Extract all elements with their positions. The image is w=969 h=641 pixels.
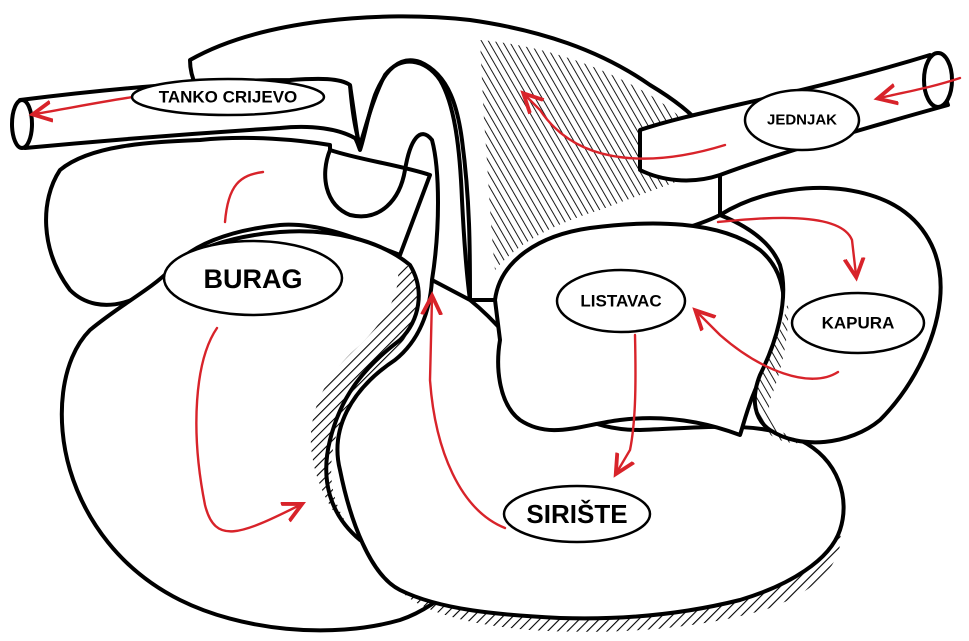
small-intestine-opening (12, 100, 32, 148)
esophagus-opening (924, 53, 952, 107)
label-kapura-text: KAPURA (822, 314, 895, 333)
label-burag-text: BURAG (204, 264, 303, 294)
label-listavac-text: LISTAVAC (580, 292, 661, 311)
label-tanko-crijevo: TANKO CRIJEVO (132, 79, 324, 115)
label-jednjak: JEDNJAK (745, 90, 859, 150)
label-jednjak-text: JEDNJAK (767, 112, 837, 129)
label-tanko-crijevo-text: TANKO CRIJEVO (159, 88, 298, 107)
label-burag: BURAG (164, 241, 342, 315)
label-siriste: SIRIŠTE (504, 486, 650, 542)
label-siriste-text: SIRIŠTE (526, 499, 627, 529)
label-listavac: LISTAVAC (557, 270, 685, 332)
label-kapura: KAPURA (792, 293, 924, 353)
